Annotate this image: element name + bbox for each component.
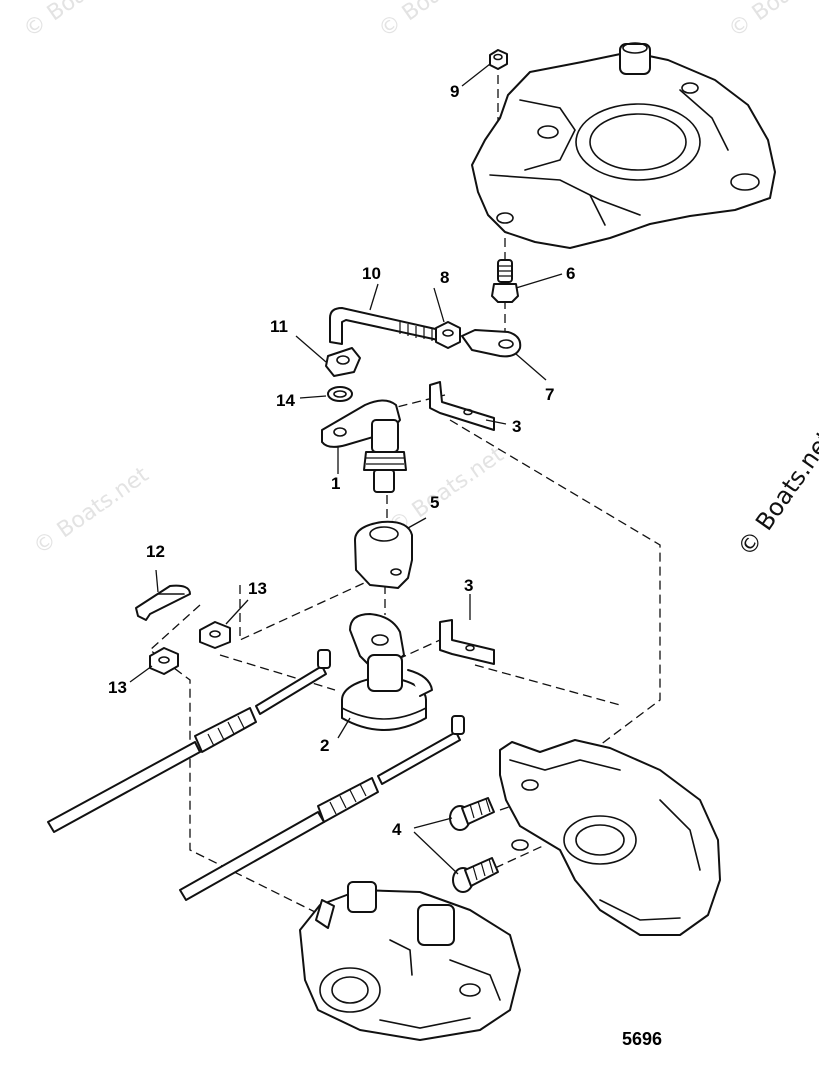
clip-part-12 bbox=[135, 584, 191, 621]
throttle-lever-part-1 bbox=[321, 399, 407, 493]
callout-11: 11 bbox=[270, 317, 288, 336]
rod-end-part-7 bbox=[461, 329, 522, 358]
watermark-side: © Boats.net bbox=[732, 425, 819, 561]
bracket-part-3-upper bbox=[429, 381, 495, 431]
nut-part-8 bbox=[435, 321, 461, 349]
callout-leaders bbox=[129, 63, 563, 875]
callout-9: 9 bbox=[450, 82, 459, 101]
watermark-top-right: © Boats.net bbox=[724, 0, 819, 43]
callout-8: 8 bbox=[440, 268, 449, 287]
callout-4: 4 bbox=[392, 820, 402, 839]
cam-part-5 bbox=[354, 520, 413, 589]
washer-part-14 bbox=[327, 386, 353, 402]
assembly-guide-lines bbox=[148, 75, 661, 913]
mounting-flange-plate bbox=[471, 42, 776, 249]
callout-6: 6 bbox=[566, 264, 575, 283]
callout-13-upper: 13 bbox=[248, 579, 267, 598]
callout-labels: 9 10 8 6 11 7 14 3 1 5 12 13 3 13 2 4 bbox=[108, 82, 575, 839]
figure-number: 5696 bbox=[622, 1029, 662, 1049]
callout-14: 14 bbox=[276, 391, 295, 410]
carburetor bbox=[299, 881, 521, 1041]
callout-3-upper: 3 bbox=[512, 417, 521, 436]
watermark-top-left: © Boats.net bbox=[19, 0, 144, 43]
callout-5: 5 bbox=[430, 493, 439, 512]
clip-part-11 bbox=[325, 347, 361, 377]
link-rod-part-10 bbox=[329, 307, 441, 345]
clip-part-13-upper bbox=[199, 621, 231, 649]
callout-13-lower: 13 bbox=[108, 678, 127, 697]
nut-part-9 bbox=[489, 49, 508, 70]
throttle-cable-upper bbox=[47, 649, 331, 833]
bracket-part-3-lower bbox=[439, 619, 495, 665]
throttle-cable-lower bbox=[179, 715, 465, 901]
clip-part-13-lower bbox=[149, 647, 179, 675]
screw-part-4-lower bbox=[452, 857, 499, 893]
callout-2: 2 bbox=[320, 736, 329, 755]
screw-part-4-upper bbox=[449, 797, 495, 831]
callout-12: 12 bbox=[146, 542, 165, 561]
callout-3-lower: 3 bbox=[464, 576, 473, 595]
callout-7: 7 bbox=[545, 385, 554, 404]
watermark-top-center: © Boats.net bbox=[374, 0, 499, 43]
ball-stud-part-6 bbox=[491, 259, 519, 303]
throttle-pulley-part-2 bbox=[341, 613, 433, 731]
watermark-mid-left: © Boats.net bbox=[29, 462, 154, 560]
intake-manifold bbox=[499, 739, 721, 936]
callout-10: 10 bbox=[362, 264, 381, 283]
callout-1: 1 bbox=[331, 474, 340, 493]
